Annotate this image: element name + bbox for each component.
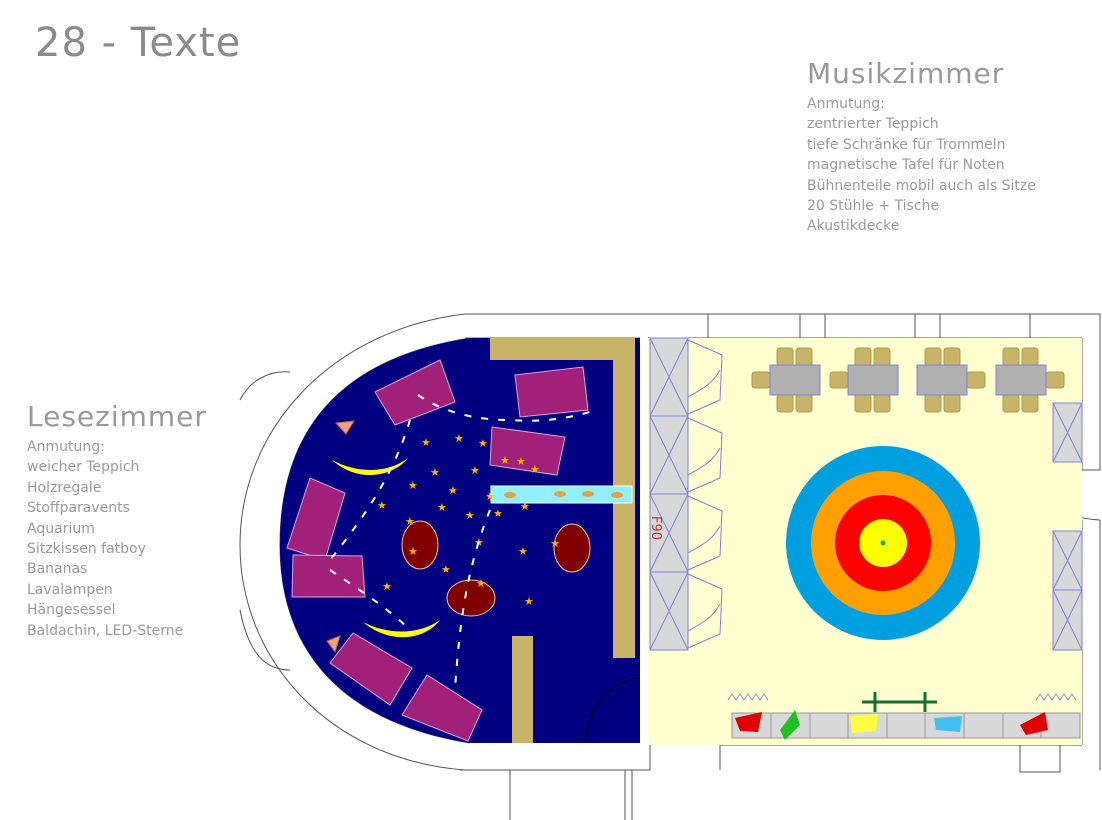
reading-room-description: Lesezimmer Anmutung: weicher Teppich Hol…	[27, 400, 207, 641]
svg-text:★: ★	[518, 545, 528, 558]
led-stars: ★★★★ ★★★★ ★★★★ ★★★★ ★★★★ ★★★★ ★	[377, 432, 560, 608]
music-line: zentrierter Teppich	[807, 116, 939, 133]
reading-room-heading: Lesezimmer	[27, 400, 207, 433]
reading-line: Stoffparavents	[27, 500, 130, 517]
music-line: magnetische Tafel für Noten	[807, 157, 1005, 174]
page-title: 28 - Texte	[35, 20, 242, 66]
fatboy-cushions	[401, 520, 591, 617]
svg-text:★: ★	[454, 432, 464, 445]
svg-text:★: ★	[408, 479, 418, 492]
svg-text:★: ★	[524, 595, 534, 608]
reading-line: weicher Teppich	[27, 459, 140, 476]
reading-line: Bananas	[27, 561, 88, 578]
music-line: tiefe Schränke für Trommeln	[807, 136, 1006, 153]
tables-and-chairs	[751, 347, 1065, 413]
svg-text:★: ★	[530, 463, 540, 476]
reading-line: Baldachin, LED-Sterne	[27, 622, 184, 639]
svg-text:★: ★	[405, 515, 415, 528]
svg-text:★: ★	[516, 455, 526, 468]
centered-carpet	[786, 446, 980, 640]
fish-icons	[504, 491, 623, 498]
fabric-screens	[286, 359, 589, 742]
svg-text:★: ★	[421, 436, 431, 449]
svg-text:★: ★	[382, 580, 392, 593]
svg-text:★: ★	[448, 484, 458, 497]
music-room-description: Musikzimmer Anmutung: zentrierter Teppic…	[807, 57, 1036, 237]
svg-text:★: ★	[465, 509, 475, 522]
music-line: Akustikdecke	[807, 218, 900, 235]
svg-text:★: ★	[470, 464, 480, 477]
music-line: Anmutung:	[807, 96, 885, 112]
svg-text:★: ★	[437, 501, 447, 514]
reading-door-arc	[584, 677, 641, 744]
svg-text:★: ★	[478, 437, 488, 450]
reading-line: Aquarium	[27, 520, 95, 537]
svg-text:★: ★	[476, 577, 486, 590]
aquarium	[490, 485, 633, 504]
svg-text:★: ★	[408, 545, 418, 558]
svg-text:★: ★	[500, 454, 510, 467]
reading-line: Sitzkissen fatboy	[27, 541, 146, 558]
svg-text:★: ★	[441, 563, 451, 576]
fire-door-label: F90	[648, 516, 663, 540]
music-line: 20 Stühle + Tische	[807, 198, 940, 215]
reading-line: Holzregale	[27, 479, 102, 496]
svg-text:★: ★	[485, 490, 495, 503]
svg-text:★: ★	[493, 507, 503, 520]
svg-text:★: ★	[430, 466, 440, 479]
drum-cabinets	[649, 337, 1083, 651]
reading-line: Anmutung:	[27, 439, 105, 455]
stage-elements	[727, 692, 1081, 740]
svg-text:★: ★	[520, 500, 530, 513]
music-room-heading: Musikzimmer	[807, 57, 1005, 90]
reading-line: Lavalampen	[27, 581, 113, 598]
lava-lamps	[326, 420, 355, 654]
cabinet-doors	[687, 339, 723, 649]
reading-line: Hängesessel	[27, 602, 116, 619]
svg-text:★: ★	[550, 537, 560, 550]
music-line: Bühnenteile mobil auch als Sitze	[807, 177, 1036, 194]
svg-text:★: ★	[377, 499, 387, 512]
canopy-lines	[329, 394, 591, 691]
wooden-shelves	[490, 338, 635, 743]
